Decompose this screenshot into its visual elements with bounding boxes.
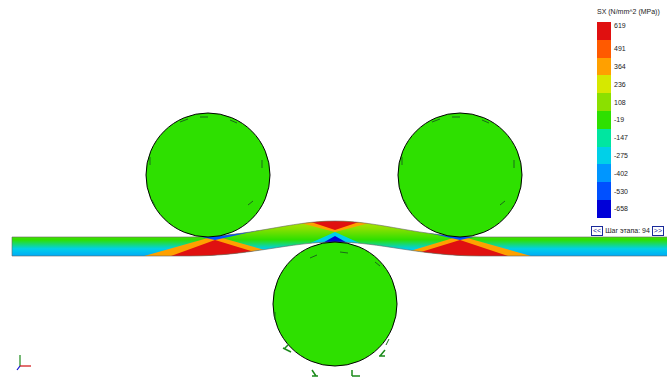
color-swatch [597, 58, 611, 76]
prev-button: << [591, 226, 603, 236]
color-swatch [597, 200, 611, 218]
legend-value: -19 [614, 116, 624, 123]
color-swatch [597, 22, 611, 40]
color-swatch [597, 111, 611, 129]
legend-value: 364 [614, 63, 626, 70]
legend-value: -147 [614, 134, 628, 141]
color-swatch [597, 182, 611, 200]
color-swatch [597, 147, 611, 165]
legend-value: -658 [614, 205, 628, 212]
step-label: Шаг этапа: 94 [605, 227, 650, 234]
color-swatch [597, 93, 611, 111]
legend-value: 619 [614, 22, 626, 29]
legend-value: 108 [614, 99, 626, 106]
legend-value: -275 [614, 152, 628, 159]
legend-value: -402 [614, 170, 628, 177]
next-button: >> [652, 226, 664, 236]
legend-value: -530 [614, 188, 628, 195]
legend-value: 236 [614, 81, 626, 88]
legend-value: 491 [614, 45, 626, 52]
color-swatch [597, 129, 611, 147]
color-swatch [597, 164, 611, 182]
color-swatch [597, 40, 611, 58]
legend-heading: SX (N/mm^2 (MPa)) [597, 8, 660, 15]
color-swatch [597, 75, 611, 93]
